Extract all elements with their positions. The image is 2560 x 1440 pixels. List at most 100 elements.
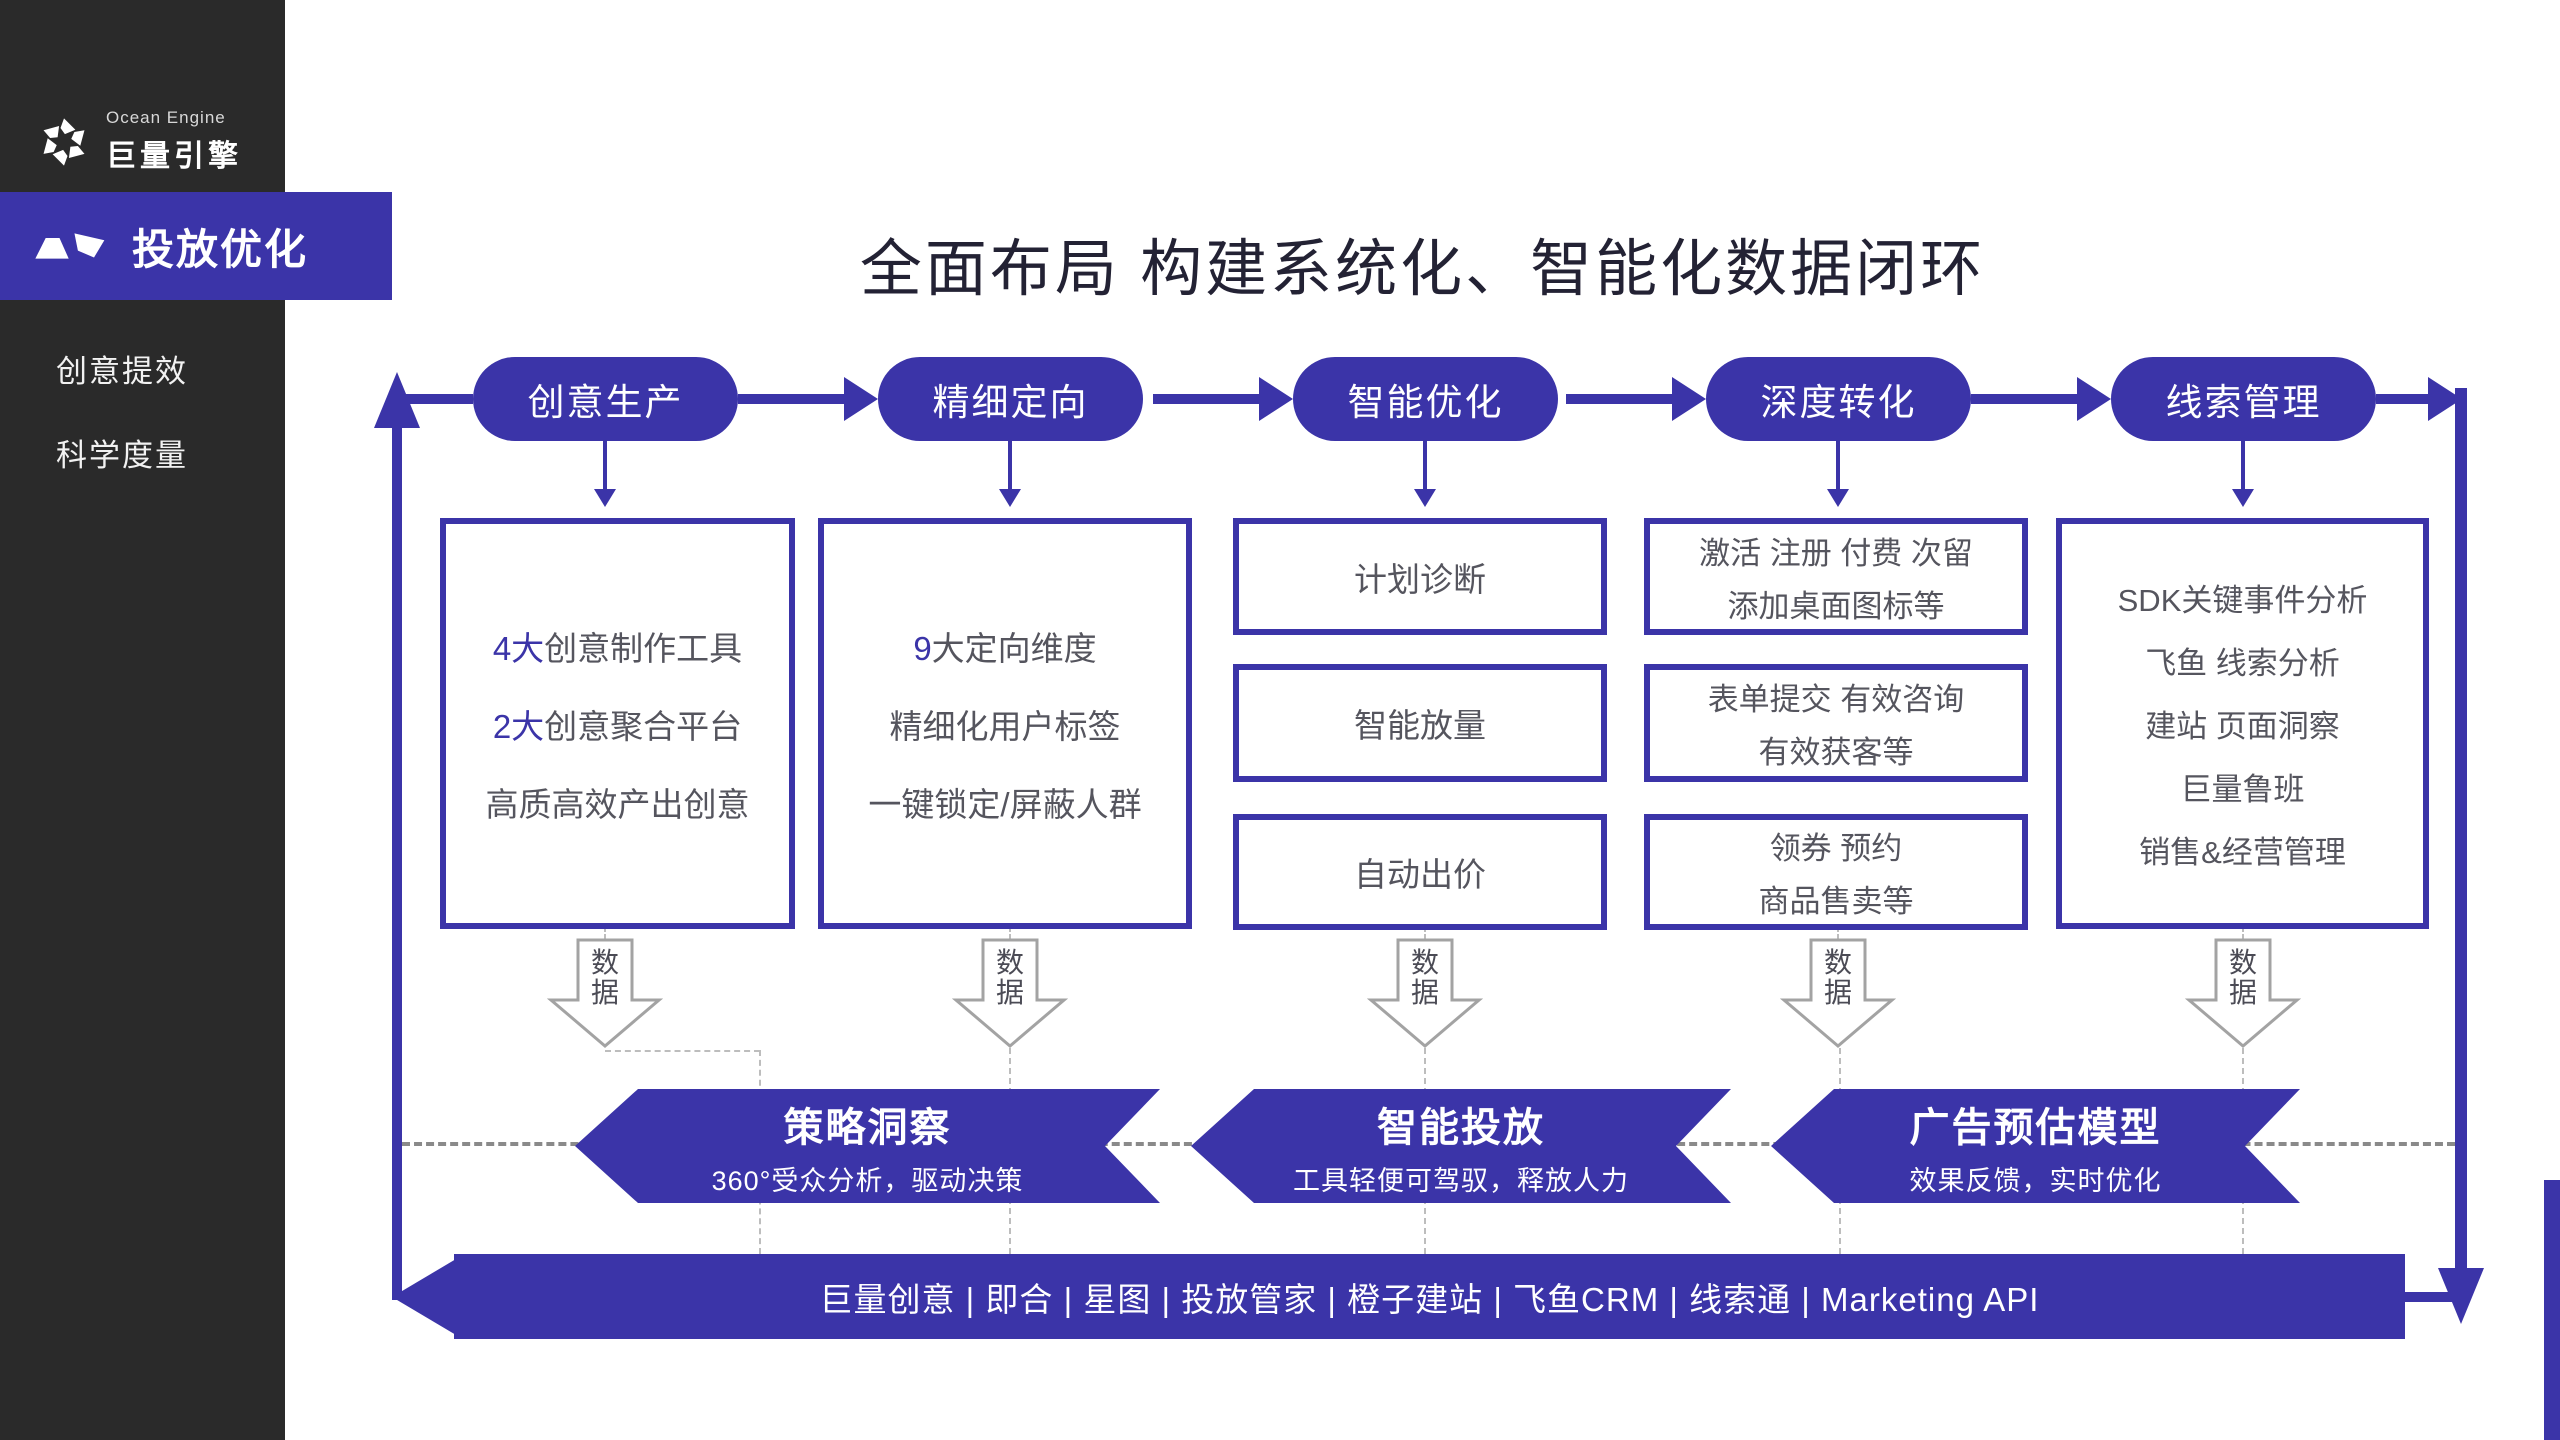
- box-line: 商品售卖等: [1758, 884, 1914, 919]
- detail-box-smart-scaling: 智能放量: [1233, 664, 1607, 782]
- dashed-connector: [2242, 926, 2244, 948]
- down-arrow: [1836, 441, 1840, 489]
- detail-box-plan-diagnosis: 计划诊断: [1233, 518, 1607, 635]
- flow-connector: [1971, 394, 2079, 404]
- down-arrowhead: [2232, 489, 2254, 507]
- bottom-bar-right-connector: [2405, 1292, 2452, 1302]
- flow-connector: [1566, 394, 1674, 404]
- box-line: 一键锁定/屏蔽人群: [868, 785, 1142, 823]
- banner-subtitle: 360°受众分析，驱动决策: [711, 1165, 1024, 1196]
- brand-text: Ocean Engine 巨量引擎: [106, 108, 242, 175]
- right-edge-decor-bar: [2544, 1180, 2560, 1440]
- flow-connector: [2376, 394, 2430, 404]
- box-line: 计划诊断: [1354, 560, 1486, 598]
- data-label: 数据: [590, 947, 619, 1008]
- dashed-connector: [604, 926, 606, 948]
- brand-name-en: Ocean Engine: [106, 108, 226, 127]
- detail-box-activation-events: 激活 注册 付费 次留 添加桌面图标等: [1644, 518, 2028, 635]
- down-arrowhead: [1827, 489, 1849, 507]
- highlight-number: 2大: [492, 707, 545, 745]
- data-flow-arrow: [1367, 938, 1483, 1048]
- box-line: 自动出价: [1354, 856, 1486, 893]
- box-line: SDK关键事件分析: [2117, 583, 2368, 618]
- detail-box-coupon-booking: 领券 预约 商品售卖等: [1644, 814, 2028, 930]
- box-line: 领券 预约: [1769, 831, 1903, 866]
- box-line: 销售&经营管理: [2139, 835, 2346, 870]
- flow-arrowhead: [2077, 377, 2111, 421]
- banner-title: 策略洞察: [783, 1105, 952, 1150]
- sidebar-item-scientific-measurement[interactable]: 科学度量: [56, 438, 188, 473]
- sidebar-item-creative-efficiency[interactable]: 创意提效: [56, 354, 188, 389]
- down-arrowhead: [999, 489, 1021, 507]
- data-flow-arrow: [2185, 938, 2301, 1048]
- banner-strategy-insight: 策略洞察 360°受众分析，驱动决策: [575, 1089, 1160, 1203]
- box-line: 创意制作工具: [544, 629, 743, 667]
- detail-box-precise-targeting: 9大定向维度 精细化用户标签 一键锁定/屏蔽人群: [818, 518, 1192, 929]
- ocean-engine-logo-icon: [43, 117, 85, 166]
- stage-pill-lead-management: 线索管理: [2111, 357, 2376, 441]
- flow-arrowhead: [844, 377, 878, 421]
- highlight-number: 4大: [492, 629, 545, 667]
- sidebar-active-label: 投放优化: [132, 225, 309, 273]
- detail-box-creative-production: 4大创意制作工具 2大创意聚合平台 高质高效产出创意: [440, 518, 795, 929]
- data-label: 数据: [2228, 947, 2257, 1008]
- page-title: 全面布局 构建系统化、智能化数据闭环: [859, 235, 1986, 304]
- dashed-connector: [605, 1050, 760, 1052]
- box-line: 飞鱼 线索分析: [2145, 646, 2340, 681]
- flow-connector: [1153, 394, 1261, 404]
- data-label: 数据: [1823, 947, 1852, 1008]
- flow-connector: [738, 394, 846, 404]
- flow-connector: [392, 394, 473, 404]
- data-label: 数据: [1410, 947, 1439, 1008]
- banner-ad-prediction-model: 广告预估模型 效果反馈，实时优化: [1771, 1089, 2300, 1203]
- down-arrow: [2241, 441, 2245, 489]
- dashed-connector: [1009, 926, 1011, 948]
- box-line: 创意聚合平台: [544, 707, 743, 745]
- box-line: 智能放量: [1354, 707, 1486, 744]
- stage-pill-smart-optimization: 智能优化: [1293, 357, 1558, 441]
- highlight-number: 9: [913, 629, 932, 667]
- data-flow-arrow: [952, 938, 1068, 1048]
- sidebar-item-delivery-optimization[interactable]: 投放优化: [0, 192, 392, 300]
- down-arrow: [1423, 441, 1427, 489]
- down-arrow: [603, 441, 607, 489]
- banner-subtitle: 效果反馈，实时优化: [1909, 1165, 2162, 1196]
- data-label: 数据: [995, 947, 1024, 1008]
- brand-logo: Ocean Engine 巨量引擎: [36, 108, 242, 175]
- box-line: 高质高效产出创意: [485, 785, 750, 823]
- bottom-bar-left-arrowhead: [392, 1259, 456, 1335]
- box-line: 建站 页面洞察: [2145, 709, 2340, 744]
- detail-box-lead-management: SDK关键事件分析 飞鱼 线索分析 建站 页面洞察 巨量鲁班 销售&经营管理: [2056, 518, 2429, 929]
- data-flow-arrow: [1780, 938, 1896, 1048]
- flow-arrowhead: [2428, 377, 2462, 421]
- down-arrowhead: [594, 489, 616, 507]
- down-arrow: [1008, 441, 1012, 489]
- brand-name-cn: 巨量引擎: [106, 140, 242, 173]
- box-line: 大定向维度: [931, 629, 1097, 667]
- box-line: 激活 注册 付费 次留: [1699, 535, 1973, 571]
- box-line: 巨量鲁班: [2180, 772, 2305, 807]
- box-line: 添加桌面图标等: [1727, 588, 1945, 624]
- loop-left-line: [392, 426, 402, 1300]
- stage-pill-precise-targeting: 精细定向: [878, 357, 1143, 441]
- box-line: 有效获客等: [1758, 735, 1914, 770]
- banner-title: 智能投放: [1377, 1105, 1545, 1150]
- product-bar: 巨量创意 | 即合 | 星图 | 投放管家 | 橙子建站 | 飞鱼CRM | 线…: [454, 1254, 2405, 1339]
- data-flow-arrow: [547, 938, 663, 1048]
- stage-pill-deep-conversion: 深度转化: [1706, 357, 1971, 441]
- banner-subtitle: 工具轻便可驾驭，释放人力: [1293, 1165, 1629, 1196]
- detail-box-auto-bidding: 自动出价: [1233, 814, 1607, 930]
- down-arrowhead: [1414, 489, 1436, 507]
- box-line: 精细化用户标签: [889, 707, 1121, 745]
- delivery-optimization-icon: [35, 233, 105, 259]
- flow-arrowhead: [1672, 377, 1706, 421]
- loop-right-line: [2455, 388, 2467, 1268]
- dashed-connector: [1837, 926, 1839, 948]
- box-line: 表单提交 有效咨询: [1707, 682, 1965, 717]
- flow-arrowhead: [1259, 377, 1293, 421]
- dashed-connector: [1424, 926, 1426, 948]
- banner-smart-delivery: 智能投放 工具轻便可驾驭，释放人力: [1191, 1089, 1731, 1203]
- stage-pill-creative-production: 创意生产: [473, 357, 738, 441]
- detail-box-form-submission: 表单提交 有效咨询 有效获客等: [1644, 664, 2028, 782]
- banner-title: 广告预估模型: [1909, 1105, 2162, 1150]
